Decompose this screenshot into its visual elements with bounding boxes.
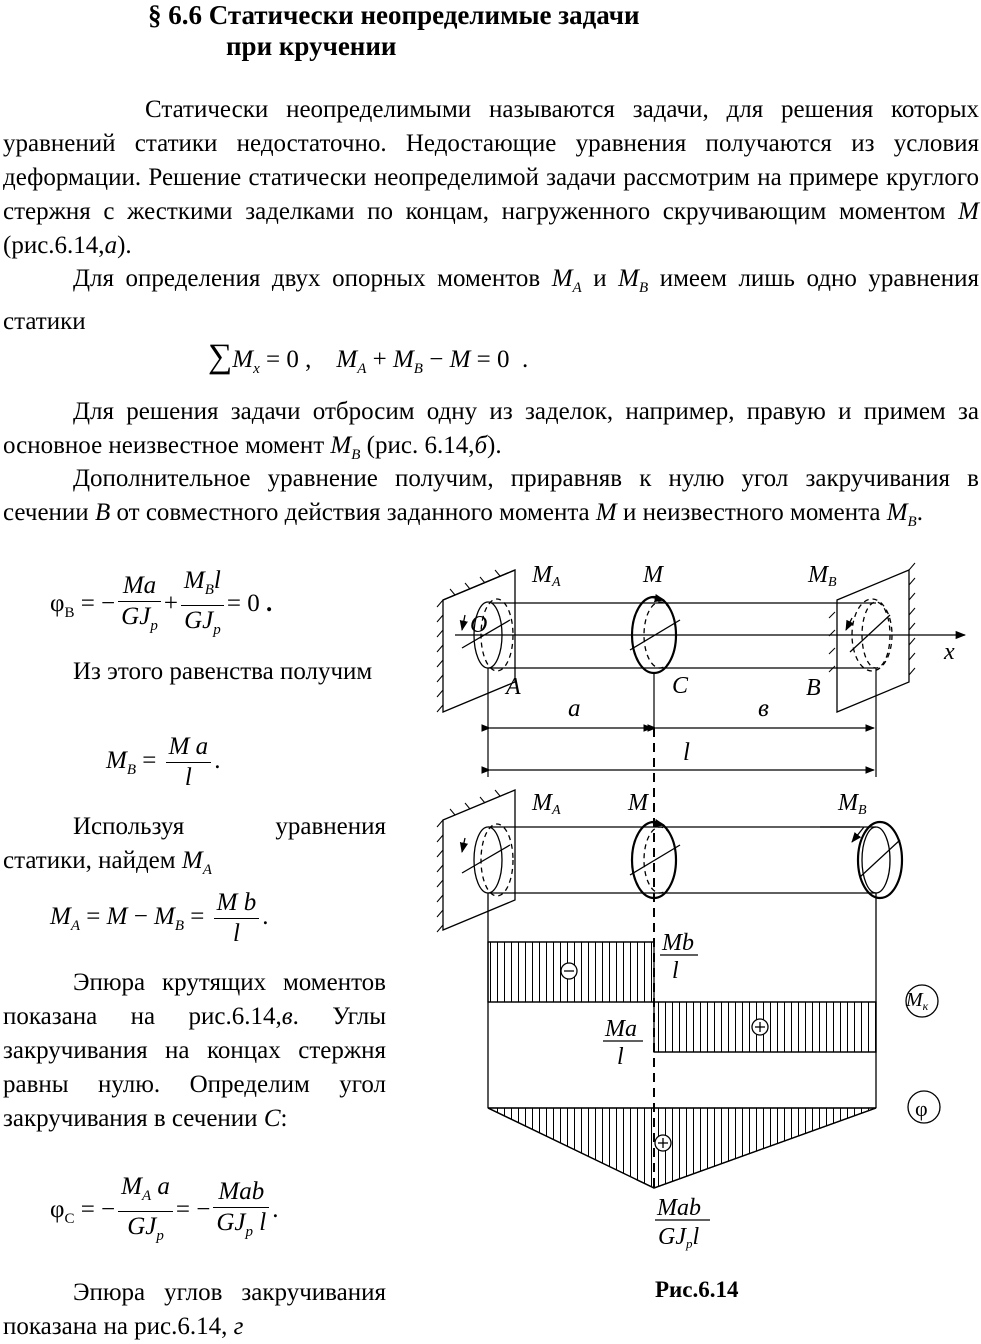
paragraph-using-statics: Используя уравнения статики, найдем MA xyxy=(3,813,386,878)
svg-text:MA: MA xyxy=(531,790,561,818)
svg-text:GJpl: GJpl xyxy=(658,1224,699,1251)
paragraph-support-moments: Для определения двух опорных моментов MA… xyxy=(3,265,980,335)
svg-text:l: l xyxy=(672,958,679,984)
svg-text:Ma: Ma xyxy=(604,1016,637,1042)
svg-text:M: M xyxy=(627,790,650,816)
svg-text:в: в xyxy=(758,695,769,722)
svg-text:l: l xyxy=(617,1044,624,1070)
paragraph-release: Для решения задачи отбросим одну из заде… xyxy=(3,398,979,463)
paragraph-angle-diagram: Эпюра углов закручивания показана на рис… xyxy=(3,1279,386,1340)
torque-diagram-labels: Mb l Ma l Mк xyxy=(603,930,929,1070)
svg-text:B: B xyxy=(806,675,821,701)
svg-text:C: C xyxy=(672,673,689,699)
svg-text:M: M xyxy=(642,562,665,588)
diagram-a-labels: MA M MB O A C B x xyxy=(470,562,955,701)
svg-text:Mк: Mк xyxy=(905,989,929,1013)
angle-diagram-labels: φ Mab GJpl xyxy=(655,1096,928,1251)
section-heading: § 6.6 Статически неопределимые задачи пр… xyxy=(148,0,848,62)
svg-text:A: A xyxy=(504,674,521,700)
figure-caption: Рис.6.14 xyxy=(655,1277,739,1302)
diagram-b xyxy=(436,789,904,933)
heading-line-2: при кручении xyxy=(226,31,397,61)
svg-text:a: a xyxy=(568,695,581,722)
paragraph-from-equality: Из этого равенства получим xyxy=(73,658,373,685)
diagram-b-labels: MA M MB xyxy=(531,790,867,818)
torque-diagram xyxy=(487,893,939,1108)
equation-statics: ∑Mx = 0 , MA + MB − M = 0 . xyxy=(208,338,529,377)
svg-text:x: x xyxy=(943,639,955,665)
paragraph-intro: Статически неопределимыми называются зад… xyxy=(3,96,979,259)
svg-text:φ: φ xyxy=(915,1096,928,1121)
paragraph-compatibility: Дополнительное уравнение получим, прирав… xyxy=(3,465,979,530)
svg-text:O: O xyxy=(470,612,487,638)
svg-text:MB: MB xyxy=(807,562,837,590)
paragraph-torque-diagram: Эпюра крутящих моментов показана на рис.… xyxy=(3,969,387,1132)
svg-text:MB: MB xyxy=(837,790,867,818)
svg-text:l: l xyxy=(683,739,690,766)
angle-diagram xyxy=(487,1090,941,1189)
heading-line-1: § 6.6 Статически неопределимые задачи xyxy=(148,0,640,30)
dimension-labels: a в l xyxy=(568,695,769,766)
svg-text:MA: MA xyxy=(531,562,561,590)
svg-text:Mb: Mb xyxy=(661,930,694,956)
svg-text:Mab: Mab xyxy=(656,1195,701,1221)
